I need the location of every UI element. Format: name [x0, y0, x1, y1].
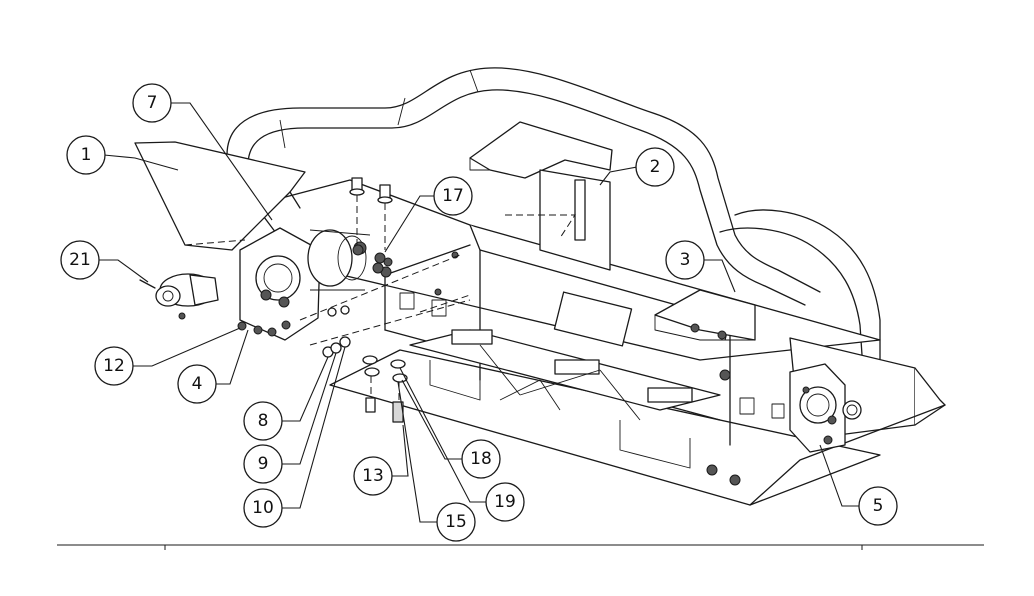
callout-bubble-4: 4	[177, 364, 217, 404]
callout-bubble-8: 8	[243, 401, 283, 441]
callout-bubble-12: 12	[94, 346, 134, 386]
bracket-part-3	[654, 289, 756, 341]
mount-plate-part-4	[239, 227, 392, 341]
callout-label: 13	[362, 466, 384, 486]
callout-bubble-21: 21	[60, 240, 100, 280]
callout-label: 21	[69, 250, 91, 270]
callout-label: 3	[680, 250, 691, 270]
end-plate-part-1	[134, 141, 306, 251]
callout-label: 18	[470, 449, 492, 469]
callout-label: 7	[147, 93, 158, 113]
bottom-rule	[57, 544, 984, 550]
callout-label: 8	[258, 411, 269, 431]
callout-bubble-7: 7	[132, 83, 172, 123]
callout-bubble-9: 9	[243, 444, 283, 484]
callout-label: 2	[650, 157, 661, 177]
callout-label: 19	[494, 492, 516, 512]
bracket-part-2	[469, 121, 613, 271]
callout-bubble-1: 1	[66, 135, 106, 175]
callout-bubble-13: 13	[353, 456, 393, 496]
callout-label: 17	[442, 186, 464, 206]
callout-bubble-10: 10	[243, 488, 283, 528]
callout-bubble-19: 19	[485, 482, 525, 522]
callout-label: 10	[252, 498, 274, 518]
callout-bubble-5: 5	[858, 486, 898, 526]
callout-bubble-18: 18	[461, 439, 501, 479]
callout-bubble-15: 15	[436, 502, 476, 542]
callout-label: 12	[103, 356, 125, 376]
callout-label: 15	[445, 512, 467, 532]
callout-label: 1	[81, 145, 92, 165]
callout-bubble-2: 2	[635, 147, 675, 187]
callout-label: 9	[258, 454, 269, 474]
callout-label: 5	[873, 496, 884, 516]
callout-bubble-3: 3	[665, 240, 705, 280]
callout-bubble-17: 17	[433, 176, 473, 216]
tubular-bar	[226, 67, 881, 361]
callout-leaders	[98, 102, 860, 523]
callout-label: 4	[192, 374, 203, 394]
mount-plate-part-5	[789, 363, 862, 453]
motor-part-21	[139, 273, 219, 320]
